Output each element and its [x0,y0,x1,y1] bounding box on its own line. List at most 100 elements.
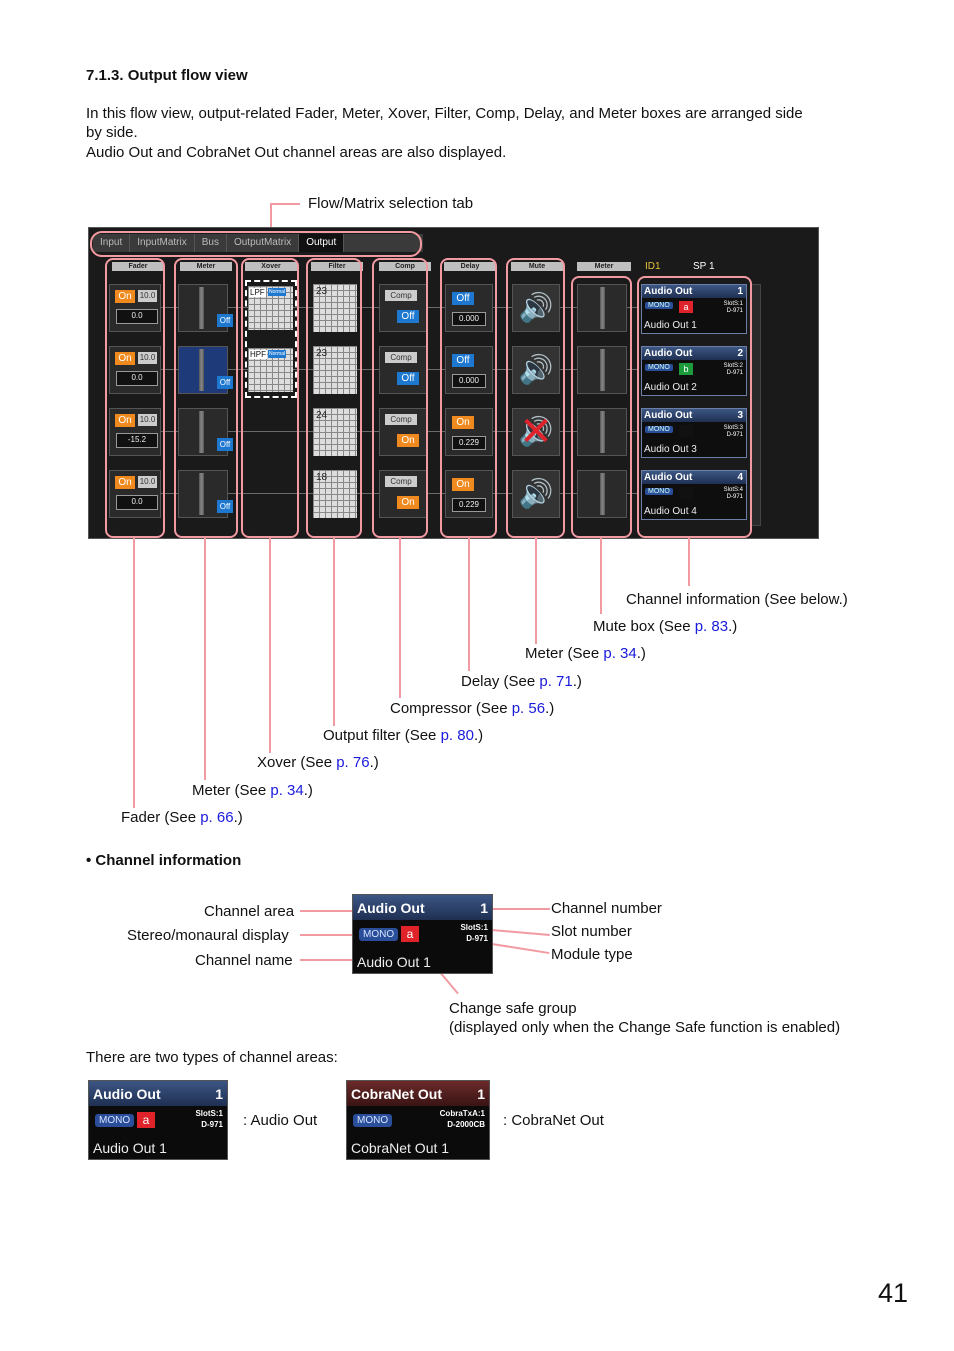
signal-line [109,369,639,370]
intro-line-2: by side. [86,124,138,141]
fader-gain: 10.0 [138,352,157,364]
link-p80[interactable]: p. 80 [440,727,474,744]
link-p34-a[interactable]: p. 34 [270,782,304,799]
header-filter: Filter [311,262,363,271]
tab-output[interactable]: Output [299,234,345,252]
delay-value[interactable]: 0.000 [452,374,486,388]
link-p66[interactable]: p. 66 [200,809,234,826]
comp-toggle-button[interactable]: On [397,434,419,447]
meter-off-button[interactable]: Off [217,500,233,513]
signal-line [109,493,639,494]
delay-value[interactable]: 0.229 [452,498,486,512]
comp-toggle-button[interactable]: On [397,496,419,509]
callout-comp: Compressor (See p. 56.) [390,700,555,717]
output-filter-box[interactable] [313,284,357,332]
callout-meter-1: Meter (See p. 34.) [192,782,313,799]
fader-value[interactable]: 0.0 [116,371,158,386]
meter-bar [199,349,204,391]
xover-box[interactable] [245,280,297,398]
fader-value[interactable]: -15.2 [116,433,158,448]
link-p56[interactable]: p. 56 [511,700,546,717]
tab-bus[interactable]: Bus [195,234,227,252]
fader-on-button[interactable]: On [115,352,135,365]
device-id: ID1 [645,261,661,272]
filter-number: 24 [316,410,328,421]
speaker-icon: 🔊 [518,292,554,323]
channel-info-heading: • Channel information [86,852,242,869]
delay-toggle-button[interactable]: On [452,416,474,429]
tab-outputmatrix[interactable]: OutputMatrix [227,234,300,252]
callout-tab: Flow/Matrix selection tab [308,195,474,212]
meter-bar-2 [600,349,605,391]
mute-box[interactable] [512,470,560,518]
mute-box[interactable] [512,408,560,456]
xover-mode: Normal [268,350,287,358]
mute-box[interactable] [512,346,560,394]
delay-toggle-button[interactable]: On [452,478,474,491]
speaker-icon: 🔊 [518,354,554,385]
header-comp: Comp [379,262,431,271]
delay-value[interactable]: 0.229 [452,436,486,450]
label-module-type: Module type [551,946,633,963]
fader-gain: 10.0 [138,414,157,426]
change-safe-note: (displayed only when the Change Safe fun… [449,1019,841,1036]
xover-type: HPF [249,350,267,359]
callout-delay: Delay (See p. 71.) [461,673,582,690]
header-meter-2: Meter [577,262,631,271]
intro-line-3: Audio Out and CobraNet Out channel areas… [86,144,507,161]
delay-toggle-button[interactable]: Off [452,354,474,367]
comp-toggle-button[interactable]: Off [397,372,419,385]
output-flow-screenshot: Input InputMatrix Bus OutputMatrix Outpu… [88,227,819,539]
fader-on-button[interactable]: On [115,414,135,427]
type-cobranet-caption: : CobraNet Out [503,1112,604,1129]
comp-label: Comp [385,290,417,301]
change-safe-badge: a [679,301,693,313]
speaker-muted-icon: 🔊 [518,416,554,447]
change-safe-badge: b [679,363,693,375]
link-p71[interactable]: p. 71 [539,673,573,690]
meter-off-button[interactable]: Off [217,376,233,389]
intro-line-1: In this flow view, output-related Fader,… [86,105,803,122]
link-p34-b[interactable]: p. 34 [603,645,637,662]
meter-off-button[interactable]: Off [217,438,233,451]
xover-mode: Normal [268,288,287,296]
fader-on-button[interactable]: On [115,476,135,489]
output-filter-box[interactable] [313,470,357,518]
comp-label: Comp [385,414,417,425]
meter-bar [199,411,204,453]
label-slot-number: Slot number [551,923,632,940]
meter-off-button[interactable]: Off [217,314,233,327]
fader-on-button[interactable]: On [115,290,135,303]
fader-value[interactable]: 0.0 [116,309,158,324]
callout-xover: Xover (See p. 76.) [257,754,379,771]
xover-type: LPF [249,288,266,297]
output-filter-box[interactable] [313,408,357,456]
callout-meter-2: Meter (See p. 34.) [525,645,646,662]
header-meter: Meter [180,262,232,271]
meter-bar-2 [600,473,605,515]
types-text: There are two types of channel areas: [86,1049,338,1066]
fader-gain: 10.0 [138,290,157,302]
tab-inputmatrix[interactable]: InputMatrix [130,234,195,252]
delay-value[interactable]: 0.000 [452,312,486,326]
output-filter-box[interactable] [313,346,357,394]
fader-value[interactable]: 0.0 [116,495,158,510]
mono-badge: MONO [359,928,399,941]
tab-input[interactable]: Input [93,234,131,252]
change-safe-badge [679,425,693,437]
comp-toggle-button[interactable]: Off [397,310,419,323]
mute-box[interactable] [512,284,560,332]
mono-badge: MONO [645,426,673,433]
change-safe-badge [679,487,693,499]
page-number: 41 [878,1278,909,1308]
label-channel-area: Channel area [204,903,295,920]
header-fader: Fader [112,262,164,271]
link-p83[interactable]: p. 83 [694,618,729,635]
mono-badge: MONO [645,302,673,309]
link-p76[interactable]: p. 76 [336,754,370,771]
delay-toggle-button[interactable]: Off [452,292,474,305]
